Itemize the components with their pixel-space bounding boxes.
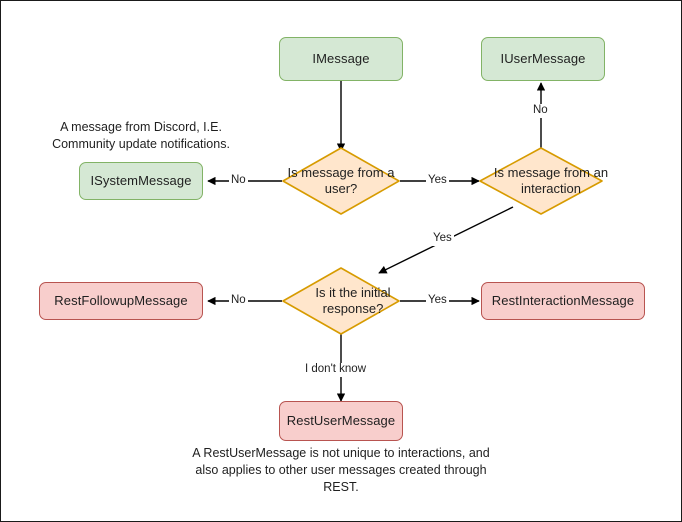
node-is-message-from-interaction-label: Is message from an interaction <box>493 164 609 196</box>
node-restfollowupmessage-label: RestFollowupMessage <box>54 292 188 308</box>
node-restusermessage[interactable]: RestUserMessage <box>279 401 403 441</box>
note-rest-user-message: A RestUserMessage is not unique to inter… <box>192 446 490 494</box>
edge-label-interaction-question-yes: Yes <box>431 232 454 246</box>
node-is-message-from-user-label: Is message from a user? <box>287 164 395 196</box>
node-is-message-from-user[interactable]: Is message from a user? <box>281 146 401 216</box>
diamond-shape-initial-response-question <box>282 267 400 335</box>
node-is-message-from-interaction[interactable]: Is message from an interaction <box>478 146 608 216</box>
edge-label-initial-response-no: No <box>229 294 248 308</box>
node-restusermessage-label: RestUserMessage <box>286 412 396 428</box>
edge-label-initial-response-idk: I don't know <box>303 363 369 377</box>
node-restinteractionmessage[interactable]: RestInteractionMessage <box>481 282 645 320</box>
edge-label-initial-response-yes: Yes <box>426 294 449 308</box>
node-restinteractionmessage-label: RestInteractionMessage <box>491 292 635 308</box>
note-system-message: A message from Discord, I.E. Community u… <box>52 120 230 151</box>
node-isystemmessage-label: ISystemMessage <box>90 172 192 188</box>
node-is-initial-response[interactable]: Is it the initial response? <box>281 266 401 336</box>
edge-label-user-question-yes: Yes <box>426 174 449 188</box>
node-is-initial-response-label: Is it the initial response? <box>315 284 391 316</box>
diamond-shape-user-question <box>282 147 400 215</box>
node-iusermessage-label: IUserMessage <box>500 50 586 66</box>
node-imessage[interactable]: IMessage <box>279 37 403 81</box>
node-iusermessage[interactable]: IUserMessage <box>481 37 605 81</box>
node-imessage-label: IMessage <box>312 50 370 66</box>
diamond-shape-interaction-question <box>479 147 603 215</box>
node-isystemmessage[interactable]: ISystemMessage <box>79 162 203 200</box>
edge-label-user-question-no: No <box>229 174 248 188</box>
edge-label-interaction-question-no: No <box>531 104 550 118</box>
node-restfollowupmessage[interactable]: RestFollowupMessage <box>39 282 203 320</box>
